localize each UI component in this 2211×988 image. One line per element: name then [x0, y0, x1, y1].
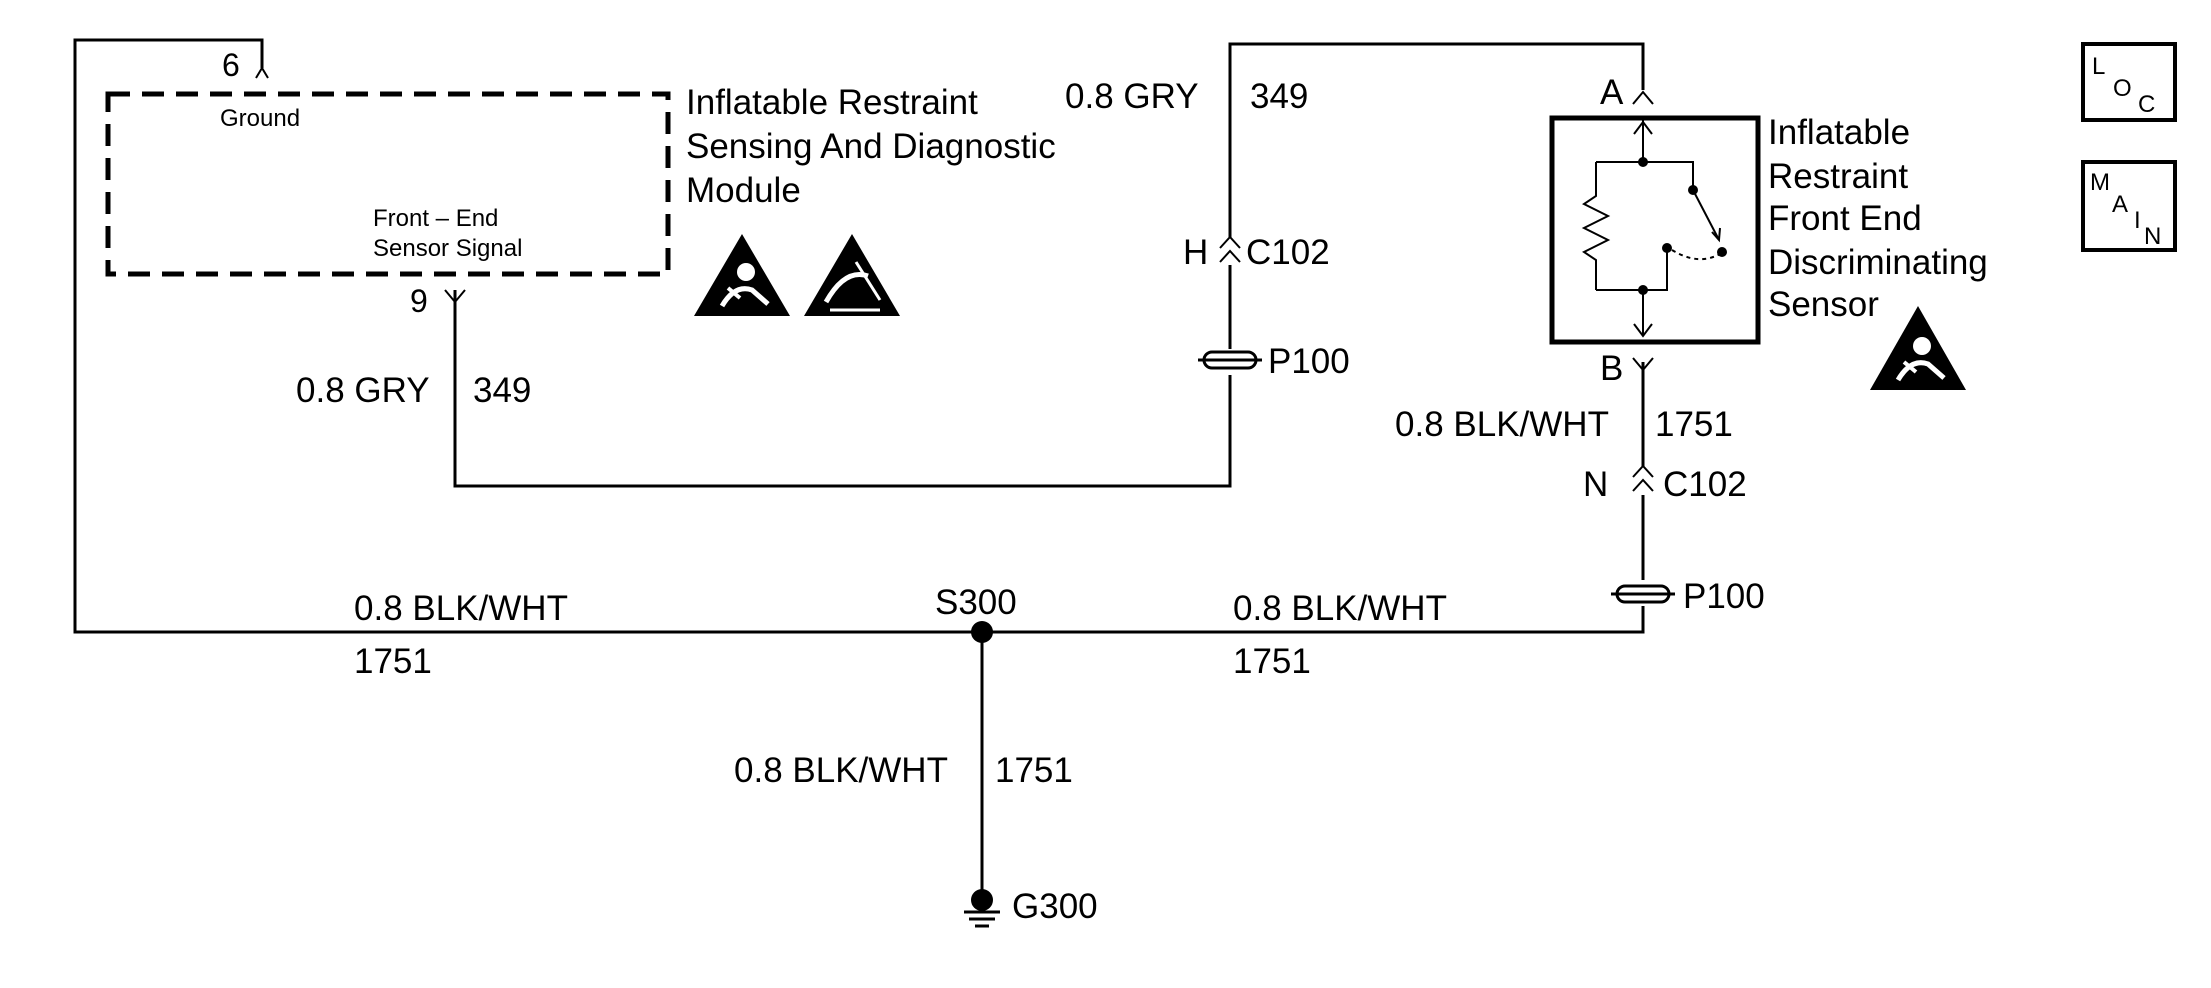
airbag-warning-icon [1870, 306, 1966, 390]
ground-right-wire-size: 0.8 BLK/WHT [1233, 589, 1447, 628]
sensor-b-wire-circuit: 1751 [1655, 405, 1733, 444]
pin-6-connector [255, 66, 269, 79]
sensor-a-wire-circuit: 349 [1250, 77, 1308, 116]
ground-icon [964, 889, 1000, 928]
pin-b-label: B [1600, 349, 1623, 388]
p100-lower-label: P100 [1683, 577, 1765, 616]
module-title-line-1: Inflatable Restraint [686, 83, 978, 122]
main-page-icon[interactable]: M A I N [2081, 160, 2177, 252]
sensor-title-line-5: Sensor [1768, 285, 1879, 324]
c102-h-connector [1219, 235, 1241, 263]
loc-letter-l: L [2092, 53, 2105, 80]
esd-warning-icon [804, 234, 900, 316]
signal-wire [453, 290, 1232, 488]
main-letter-m: M [2090, 169, 2110, 196]
pin-6-label: 6 [222, 47, 240, 83]
pin-9-label: 9 [410, 283, 428, 319]
c102-n-pin: N [1583, 465, 1608, 504]
ground-left-wire-size: 0.8 BLK/WHT [354, 589, 568, 628]
ground-label: Ground [220, 105, 300, 132]
location-icon[interactable]: L O C [2081, 42, 2177, 122]
p100-upper-passthrough [1198, 350, 1262, 370]
ground-label: G300 [1012, 887, 1098, 926]
c102-h-pin: H [1183, 233, 1208, 272]
module-title-line-2: Sensing And Diagnostic [686, 127, 1056, 166]
ground-right-wire-circuit: 1751 [1233, 642, 1311, 681]
pin-a-connector [1632, 90, 1654, 105]
ground-wire-sensor [982, 606, 1645, 634]
loc-letter-c: C [2138, 91, 2155, 118]
pin-a-label: A [1600, 73, 1624, 112]
sensor-signal-line-1: Front – End [373, 205, 498, 232]
main-letter-i: I [2134, 207, 2141, 234]
loc-letter-o: O [2113, 75, 2132, 102]
sensor-b-wire-size: 0.8 BLK/WHT [1395, 405, 1609, 444]
main-letter-n: N [2144, 223, 2161, 250]
c102-n-name: C102 [1663, 465, 1747, 504]
sensor-title-line-2: Restraint [1768, 157, 1908, 196]
splice-s300 [971, 621, 993, 643]
sensor-a-wire-size: 0.8 GRY [1065, 77, 1199, 116]
ground-left-wire-circuit: 1751 [354, 642, 432, 681]
module-signal-wire-circuit: 349 [473, 371, 531, 410]
module-title-line-3: Module [686, 171, 801, 210]
sensor-signal-line-2: Sensor Signal [373, 235, 522, 262]
sensor-title-line-4: Discriminating [1768, 243, 1988, 282]
ground-drop-wire-size: 0.8 BLK/WHT [734, 751, 948, 790]
airbag-warning-icon [694, 234, 790, 316]
signal-wire-top [1228, 42, 1645, 237]
p100-upper-label: P100 [1268, 342, 1350, 381]
sensor-box [1549, 115, 1761, 345]
sensor-title-line-3: Front End [1768, 199, 1922, 238]
pin-b-connector [1632, 357, 1654, 372]
ground-wire-module [73, 38, 982, 634]
module-signal-wire-size: 0.8 GRY [296, 371, 430, 410]
module-box [105, 91, 671, 277]
p100-lower-passthrough [1611, 584, 1675, 604]
ground-drop-wire-circuit: 1751 [995, 751, 1073, 790]
sensor-internal-circuit [1581, 120, 1727, 338]
c102-h-name: C102 [1246, 233, 1330, 272]
sensor-title-line-1: Inflatable [1768, 113, 1910, 152]
c102-n-connector [1632, 464, 1654, 492]
splice-label: S300 [935, 583, 1017, 622]
main-letter-a: A [2112, 191, 2128, 218]
